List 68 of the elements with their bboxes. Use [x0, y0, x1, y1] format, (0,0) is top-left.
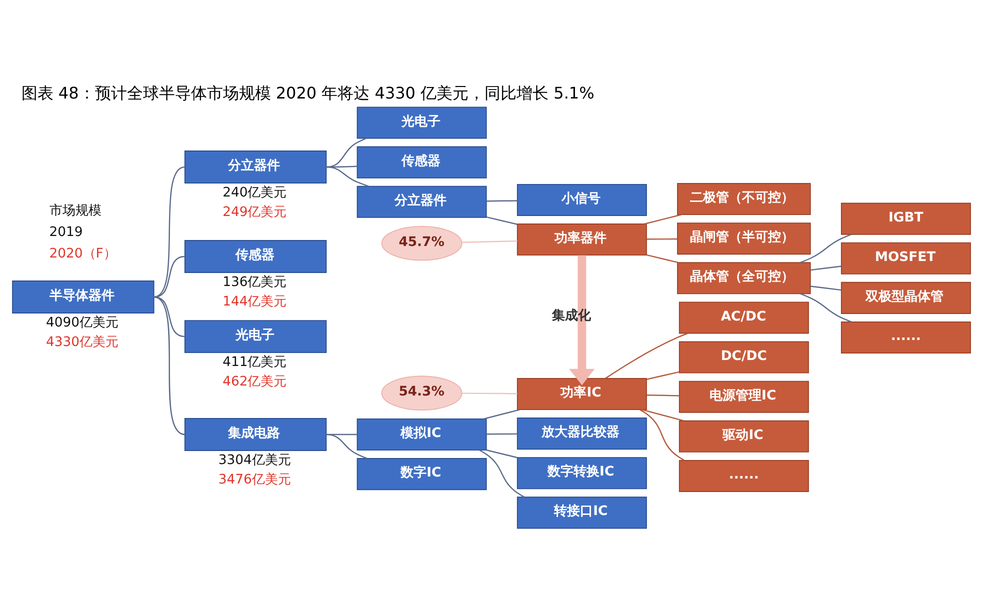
node-box: 功率器件 [516, 223, 647, 256]
connector [326, 433, 368, 459]
node-box: 功率IC [516, 378, 647, 410]
node-box: 晶体管（全可控） [677, 262, 811, 294]
node-ellipse: 45.7% [381, 225, 462, 260]
node-box: ...... [678, 459, 809, 492]
connector [154, 166, 186, 298]
connector [640, 408, 685, 460]
node-label: 144亿美元 [222, 294, 287, 310]
node-box: ...... [840, 320, 971, 353]
connector [646, 370, 680, 380]
connector [810, 285, 842, 290]
connector [644, 214, 682, 224]
node-box: 双极型晶体管 [840, 281, 971, 314]
node-label: 136亿美元 [222, 274, 287, 290]
node-box: 驱动IC [678, 420, 809, 452]
connector [810, 265, 842, 270]
connector [486, 216, 518, 224]
node-box: IGBT [840, 202, 971, 234]
edge-label: 集成化 [552, 308, 591, 323]
connector [462, 392, 518, 394]
node-label: 4330亿美元 [46, 334, 119, 350]
connector [800, 292, 852, 322]
connector [154, 296, 185, 337]
node-box: 传感器 [356, 146, 487, 178]
connector [646, 394, 680, 396]
diagram-title: 图表 48：预计全球半导体市场规模 2020 年将达 4330 亿美元，同比增长 5.1% [21, 82, 594, 102]
node-box: AC/DC [678, 301, 809, 334]
node-label: 249亿美元 [222, 204, 287, 220]
node-box: 晶闸管（半可控） [677, 222, 811, 254]
node-label: 4090亿美元 [46, 314, 119, 330]
connector [483, 408, 520, 420]
label: 2019 [49, 224, 83, 240]
connector [486, 432, 518, 434]
node-box: 光电子 [356, 106, 487, 138]
connector [154, 296, 186, 435]
node-box: MOSFET [840, 242, 971, 274]
connector [462, 240, 518, 242]
node-box: 小信号 [516, 183, 647, 216]
connector [326, 137, 366, 168]
node-label: 411亿美元 [222, 354, 287, 370]
connector [326, 166, 369, 186]
node-box: DC/DC [678, 340, 809, 373]
arrow [569, 254, 595, 385]
connector [486, 449, 518, 458]
connector [641, 408, 684, 421]
label: 2020（F） [49, 246, 116, 262]
node-box: 分立器件 [356, 185, 487, 218]
node-box: 数字IC [356, 458, 487, 490]
connector [479, 449, 525, 498]
label: 市场规模 [49, 202, 102, 218]
node-label: 240亿美元 [222, 184, 287, 200]
connector [800, 233, 852, 263]
node-box: 转接口IC [516, 496, 647, 528]
connector [154, 255, 185, 298]
node-label: 462亿美元 [222, 374, 287, 390]
node-box: 二极管（不可控） [677, 182, 811, 215]
node-label: 3476亿美元 [218, 472, 291, 488]
connector [646, 238, 678, 240]
node-label: 3304亿美元 [218, 452, 291, 468]
node-box: 放大器比较器 [516, 417, 647, 450]
node-ellipse: 54.3% [381, 375, 462, 410]
connector [646, 254, 679, 263]
connector [605, 332, 688, 378]
connector [486, 200, 518, 202]
node-box: 模拟IC [356, 418, 487, 450]
node-box: 数字转换IC [516, 456, 647, 489]
node-box: 电源管理IC [678, 380, 809, 412]
